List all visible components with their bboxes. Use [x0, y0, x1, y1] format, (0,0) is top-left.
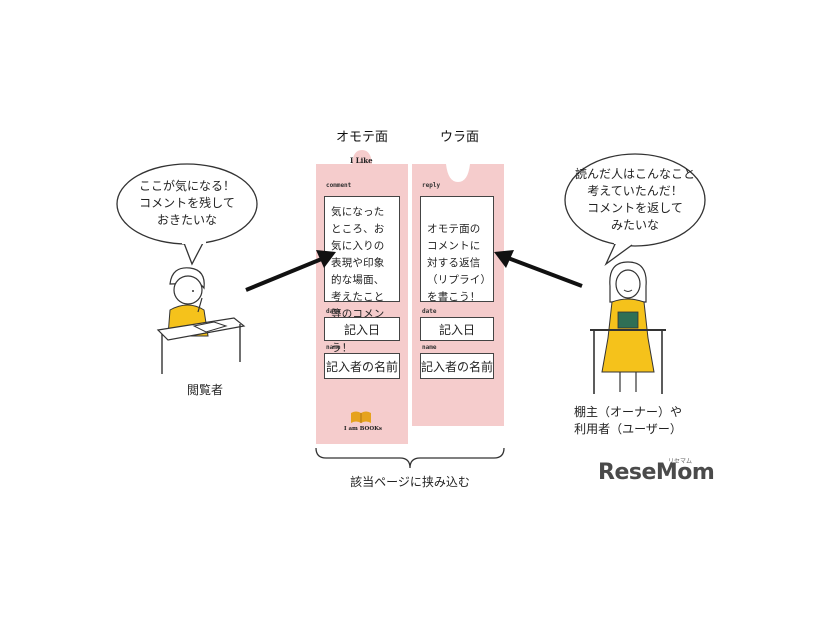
right-bubble-line: みたいな [610, 218, 659, 232]
reply-box: オモテ面のコメントに対する返信（リプライ）を書こう！ [420, 196, 494, 303]
left-bubble-line: コメントを残して [139, 196, 235, 210]
right-bubble-line: 読んだ人はこんなこと [574, 167, 695, 181]
front-logo: I Like [350, 156, 373, 165]
left-speech-bubble [116, 163, 258, 266]
front-heading: オモテ面 [336, 130, 389, 145]
back-date-field: 記入日 [420, 317, 494, 341]
back-date-label: date [422, 308, 437, 315]
resemom-ruby: リセマム [668, 458, 693, 465]
front-date-field: 記入日 [324, 317, 400, 341]
back-name-field: 記入者の名前 [420, 353, 494, 379]
front-name-label: name [326, 344, 341, 351]
left-bubble-line: ここが気になる！ [138, 179, 235, 193]
right-arrow [494, 250, 583, 288]
back-heading: ウラ面 [440, 130, 480, 145]
right-speech-bubble [564, 153, 706, 266]
comment-label: comment [326, 182, 352, 189]
owner-caption-line: 棚主（オーナー）や [573, 405, 682, 419]
owner-caption-line: 利用者（ユーザー） [574, 422, 682, 436]
front-name-field: 記入者の名前 [324, 353, 400, 379]
reader-caption: 閲覧者 [186, 383, 223, 397]
right-bubble-text: 読んだ人はこんなこと 考えていたんだ！ コメントを返して みたいな [572, 166, 698, 234]
left-bubble-text: ここが気になる！ コメントを残して おきたいな [132, 178, 242, 229]
right-bubble-line: コメントを返して [587, 201, 683, 215]
reader-illustration [156, 267, 246, 374]
bottom-brace [315, 447, 505, 469]
owner-caption: 棚主（オーナー）や 利用者（ユーザー） [566, 404, 690, 438]
brace-caption: 該当ページに挟み込む [350, 475, 470, 489]
back-name-label: name [422, 344, 437, 351]
left-arrow [245, 250, 336, 292]
reply-label: reply [422, 182, 441, 189]
reply-text: オモテ面のコメントに対する返信（リプライ）を書こう！ [427, 223, 486, 303]
right-bubble-line: 考えていたんだ！ [587, 184, 683, 198]
front-date-label: date [326, 308, 341, 315]
left-bubble-line: おきたいな [156, 213, 217, 227]
book-icon [351, 411, 371, 423]
resemom-logo: ReseMom [598, 460, 715, 485]
owner-illustration [590, 261, 666, 394]
brand-text: I am BOOKs [344, 426, 382, 432]
